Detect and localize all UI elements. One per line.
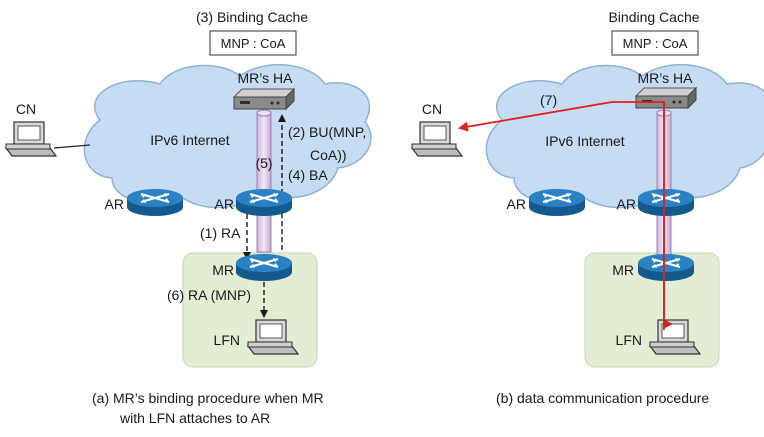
right-step-label: (7) xyxy=(540,92,557,108)
left-ra-mnp-label: (6) RA (MNP) xyxy=(167,287,251,303)
right-lfn-label: LFN xyxy=(616,332,642,348)
right-cn-label: CN xyxy=(422,101,442,117)
left-cn-computer-icon xyxy=(5,121,57,157)
right-mr-router-icon xyxy=(636,252,696,283)
right-ar-outer-label: AR xyxy=(507,196,526,212)
right-ha-label: MR’s HA xyxy=(638,70,694,86)
left-panel: (3) Binding Cache MNP : CoA IPv6 Interne… xyxy=(5,9,372,426)
left-tunnel xyxy=(256,111,272,253)
left-binding-cache-entry: MNP : CoA xyxy=(221,36,286,51)
left-caption-line1: (a) MR’s binding procedure when MR xyxy=(92,390,324,406)
left-ar-inner-router-icon xyxy=(234,187,294,218)
left-ra-label: (1) RA xyxy=(200,225,241,241)
right-internet-cloud xyxy=(485,63,764,209)
left-cn-label: CN xyxy=(16,101,36,117)
left-internet-label: IPv6 Internet xyxy=(150,132,229,148)
left-binding-cache-title: (3) Binding Cache xyxy=(196,9,308,25)
right-cn-computer-icon xyxy=(411,121,463,157)
right-ar-outer-router-icon xyxy=(527,187,587,218)
left-ha-label: MR’s HA xyxy=(238,70,294,86)
left-caption-line2: with LFN attaches to AR xyxy=(119,410,270,426)
left-ar-outer-router-icon xyxy=(125,187,185,218)
right-internet-label: IPv6 Internet xyxy=(545,133,624,149)
left-bu-label-line1: (2) BU(MNP, xyxy=(288,124,366,140)
right-mr-label: MR xyxy=(612,262,634,278)
left-binding-cache-box xyxy=(209,30,297,56)
right-ha-server-icon xyxy=(635,87,697,109)
left-bu-label-line2: CoA)) xyxy=(310,147,347,163)
right-binding-cache-entry: MNP : CoA xyxy=(623,36,688,51)
left-cn-link xyxy=(53,144,91,149)
right-caption: (b) data communication procedure xyxy=(496,390,709,406)
left-tunnel-label: (5) xyxy=(255,155,272,171)
right-binding-cache-box xyxy=(611,30,699,56)
left-lfn-label: LFN xyxy=(214,332,240,348)
right-ar-inner-router-icon xyxy=(636,187,696,218)
left-ha-server-icon xyxy=(233,88,295,110)
right-data-path-to-lfn xyxy=(663,112,673,329)
left-ar-inner-label: AR xyxy=(215,196,234,212)
right-panel: Binding Cache MNP : CoA IPv6 Internet MR… xyxy=(411,9,764,406)
right-binding-cache-title: Binding Cache xyxy=(608,9,699,25)
left-mr-label: MR xyxy=(212,262,234,278)
left-mr-router-icon xyxy=(234,252,294,283)
left-ar-outer-label: AR xyxy=(105,196,124,212)
left-ba-label: (4) BA xyxy=(288,167,328,183)
right-ar-inner-label: AR xyxy=(617,196,636,212)
